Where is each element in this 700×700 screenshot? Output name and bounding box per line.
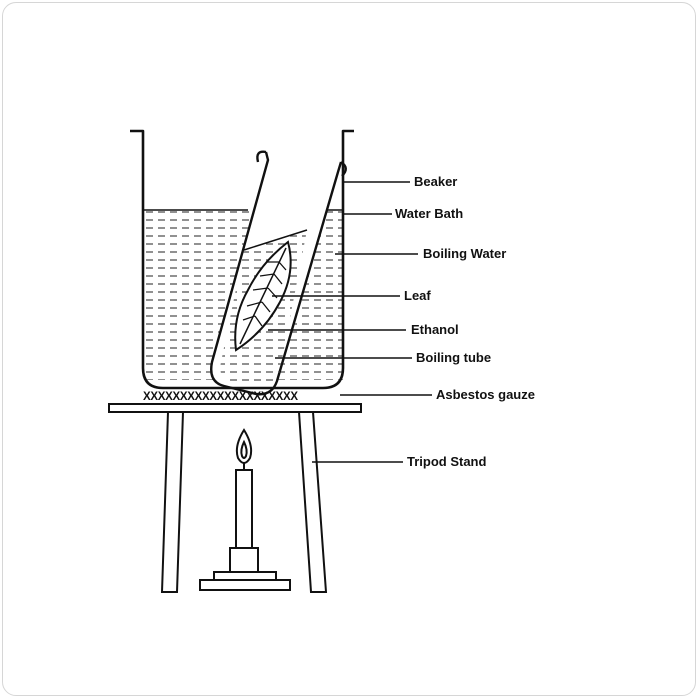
label-boiling-tube: Boiling tube — [416, 350, 491, 365]
burner — [199, 462, 291, 591]
tripod-top-plate — [108, 403, 362, 413]
label-boiling-water: Boiling Water — [423, 246, 506, 261]
label-asbestos-gauze: Asbestos gauze — [436, 387, 535, 402]
label-water-bath: Water Bath — [395, 206, 463, 221]
label-leaf: Leaf — [404, 288, 431, 303]
asbestos-gauze-marks: XXXXXXXXXXXXXXXXXXXXX — [143, 391, 298, 403]
leader-lines — [268, 181, 432, 463]
label-beaker: Beaker — [414, 174, 457, 189]
label-tripod-stand: Tripod Stand — [407, 454, 487, 469]
leaf — [234, 240, 292, 352]
beaker — [130, 129, 354, 390]
flame-icon — [235, 428, 253, 464]
tripod-stand — [160, 411, 328, 593]
label-ethanol: Ethanol — [411, 322, 459, 337]
